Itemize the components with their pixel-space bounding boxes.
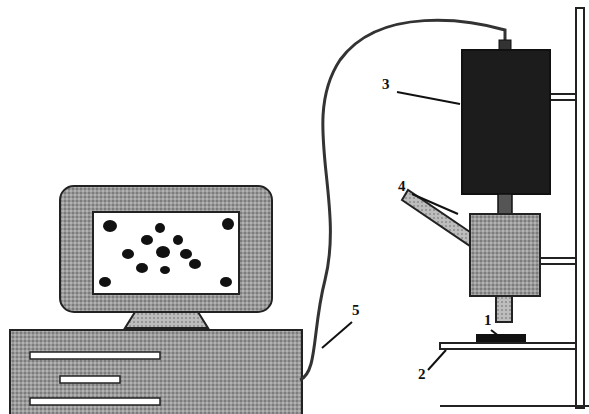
callout-number: 1 <box>484 312 492 328</box>
camera <box>462 40 550 214</box>
leader-lines <box>322 92 500 370</box>
monitor <box>60 186 272 328</box>
sample <box>476 334 526 343</box>
callout-number: 4 <box>398 178 406 194</box>
stage-plate <box>440 343 576 349</box>
particles <box>99 218 234 287</box>
callout-number: 5 <box>352 302 360 318</box>
callout-number: 3 <box>382 76 390 92</box>
stand <box>440 8 589 408</box>
callout-number: 2 <box>418 366 426 382</box>
computer-case <box>10 330 302 414</box>
microscope <box>402 190 540 322</box>
